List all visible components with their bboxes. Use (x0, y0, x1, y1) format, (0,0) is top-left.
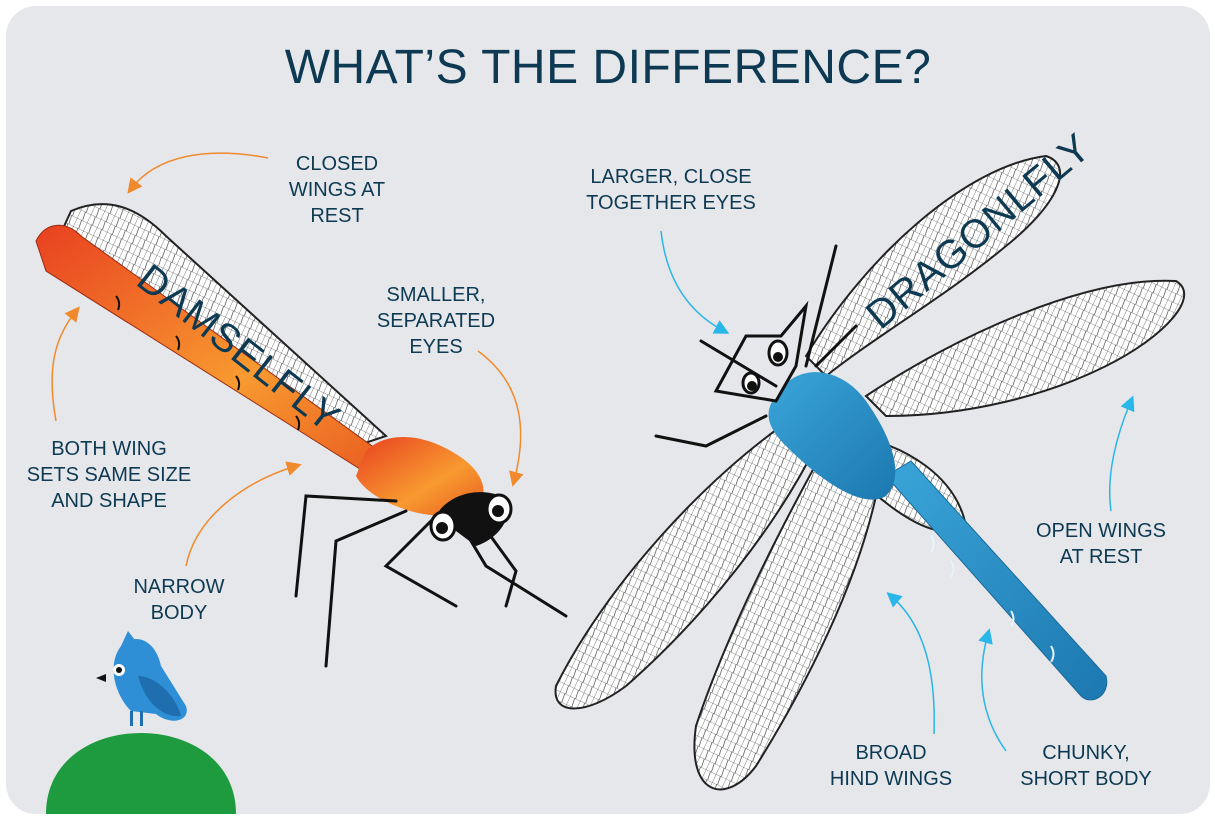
callout-smaller-eyes: SMALLER, SEPARATED EYES (366, 282, 506, 360)
callout-larger-eyes: LARGER, CLOSE TOGETHER EYES (576, 164, 766, 216)
callout-closed-wings: CLOSED WINGS AT REST (272, 151, 402, 229)
illustration (6, 6, 1210, 814)
callout-both-wings: BOTH WING SETS SAME SIZE AND SHAPE (14, 436, 204, 514)
callout-open-wings: OPEN WINGS AT REST (1026, 518, 1176, 570)
background-panel: WHAT’S THE DIFFERENCE? DAMSELFLY DRAGONL… (6, 6, 1210, 814)
arrow-open-wings (1110, 401, 1131, 511)
callout-narrow-body: NARROW BODY (129, 574, 229, 626)
arrow-both-wings (52, 311, 76, 421)
dragonfly (556, 156, 1185, 789)
callout-broad-wings: BROAD HIND WINGS (826, 740, 956, 792)
hill (46, 733, 236, 814)
arrow-chunky-body (982, 634, 1006, 751)
arrow-broad-wings (891, 596, 934, 734)
arrow-closed-wings (131, 153, 268, 189)
dragonfly-abdomen (886, 461, 1107, 700)
callout-chunky-body: CHUNKY, SHORT BODY (1011, 740, 1161, 792)
bird-icon (96, 631, 187, 726)
arrow-larger-eyes (661, 231, 724, 331)
arrow-smaller-eyes (478, 351, 521, 481)
page-title: WHAT’S THE DIFFERENCE? (6, 40, 1210, 95)
